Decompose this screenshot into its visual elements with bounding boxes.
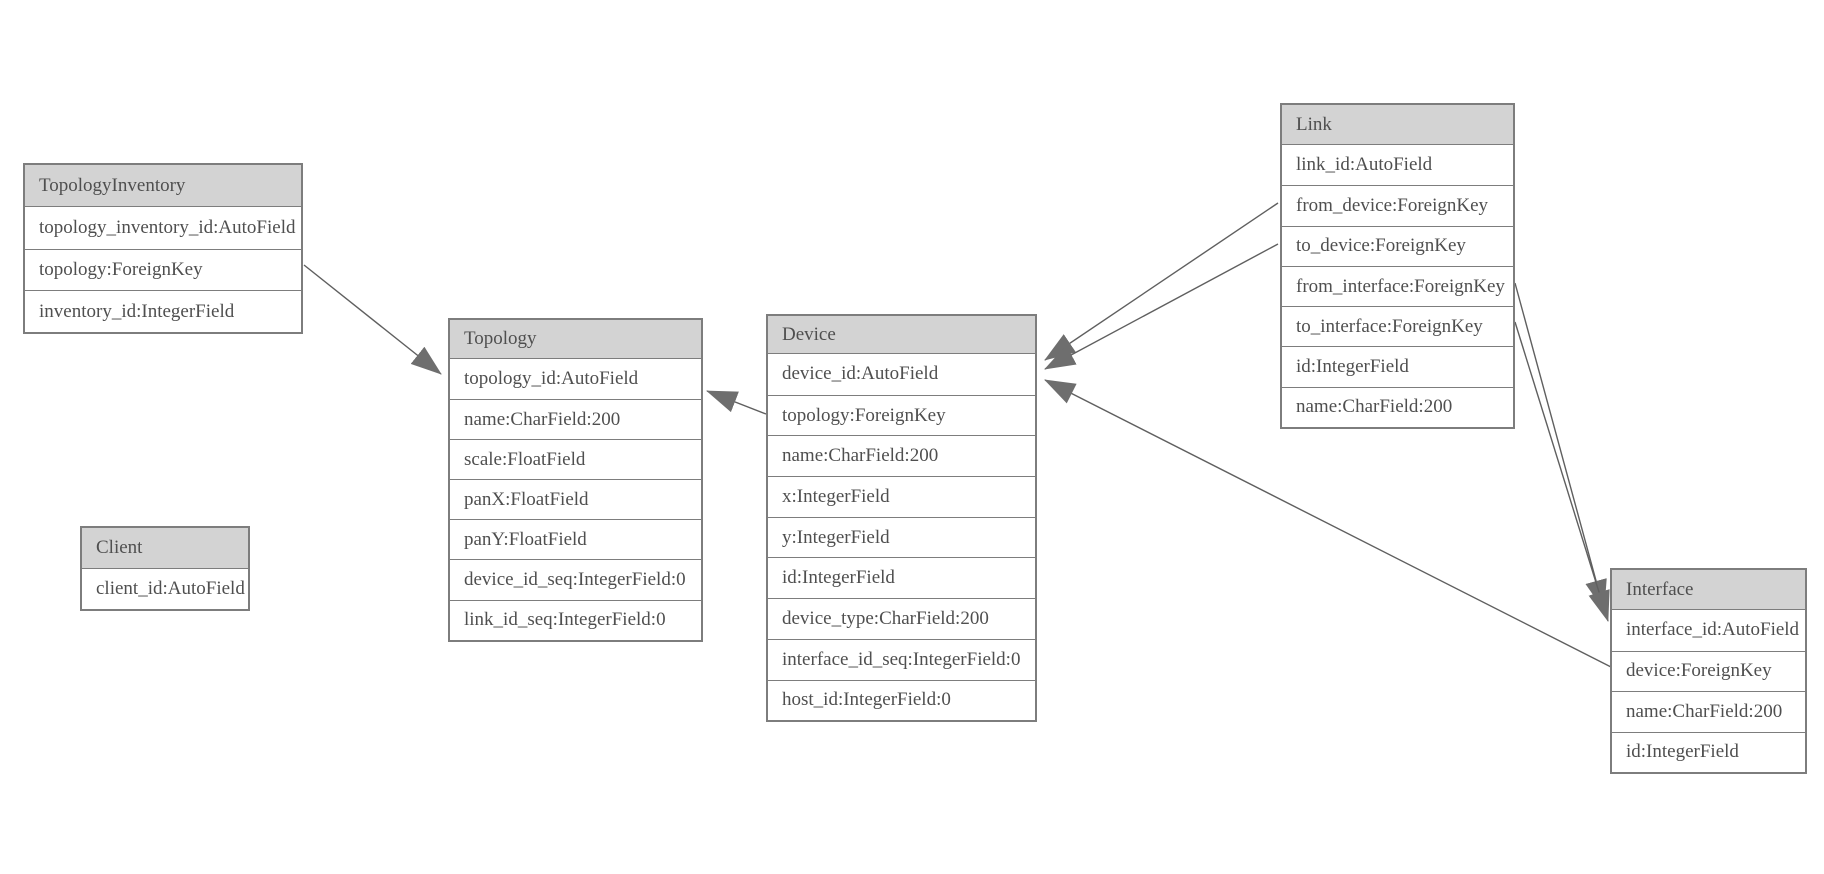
entity-title: Client xyxy=(82,528,248,569)
entity-field-row: device:ForeignKey xyxy=(1612,650,1805,691)
entity-field-row: topology_inventory_id:AutoField xyxy=(25,207,301,249)
entity-title: Link xyxy=(1282,105,1513,145)
entity-field-row: host_id:IntegerField:0 xyxy=(768,679,1035,721)
entity-field-row: topology:ForeignKey xyxy=(25,248,301,291)
relation-edge-link-from_interface-to-interface-interface_id xyxy=(1514,282,1607,611)
entity-field-row: name:CharField:200 xyxy=(1612,691,1805,732)
entity-field-row: interface_id_seq:IntegerField:0 xyxy=(768,638,1035,680)
entity-title: TopologyInventory xyxy=(25,165,301,207)
relation-edge-link-to_interface-to-interface-interface_id xyxy=(1514,321,1610,622)
entity-field-row: panX:FloatField xyxy=(450,479,701,520)
entity-field-row: name:CharField:200 xyxy=(1282,386,1513,428)
entity-field-row: panY:FloatField xyxy=(450,519,701,560)
entity-field-row: inventory_id:IntegerField xyxy=(25,290,301,333)
entity-field-row: from_device:ForeignKey xyxy=(1282,185,1513,226)
entity-title: Interface xyxy=(1612,570,1805,610)
entity-field-row: topology_id:AutoField xyxy=(450,359,701,400)
entity-field-row: client_id:AutoField xyxy=(82,569,248,609)
entity-field-row: link_id_seq:IntegerField:0 xyxy=(450,599,701,640)
entity-field-row: from_interface:ForeignKey xyxy=(1282,265,1513,307)
relation-edge-device-topology-to-topology-topology_id xyxy=(706,390,767,415)
entity-field-row: interface_id:AutoField xyxy=(1612,610,1805,651)
entity-field-row: device_id:AutoField xyxy=(768,354,1035,395)
relation-edge-link-from_device-to-device-device_id xyxy=(1044,202,1279,361)
entity-field-row: link_id:AutoField xyxy=(1282,145,1513,186)
entity-title: Device xyxy=(768,316,1035,354)
entity-field-row: id:IntegerField xyxy=(1612,731,1805,772)
entity-field-row: id:IntegerField xyxy=(768,557,1035,599)
entity-field-row: id:IntegerField xyxy=(1282,346,1513,387)
entity-field-row: scale:FloatField xyxy=(450,439,701,480)
entity-field-row: topology:ForeignKey xyxy=(768,394,1035,436)
entity-field-row: device_type:CharField:200 xyxy=(768,598,1035,639)
entity-field-row: name:CharField:200 xyxy=(768,435,1035,477)
relation-edge-topologyinventory-topology-to-topology-topology_id xyxy=(303,264,442,375)
entity-field-row: y:IntegerField xyxy=(768,516,1035,558)
relation-edge-link-to_device-to-device-device_id xyxy=(1044,243,1279,370)
entity-field-row: name:CharField:200 xyxy=(450,399,701,440)
entity-field-row: to_interface:ForeignKey xyxy=(1282,306,1513,347)
entity-field-row: device_id_seq:IntegerField:0 xyxy=(450,559,701,600)
entity-title: Topology xyxy=(450,320,701,359)
entity-field-row: to_device:ForeignKey xyxy=(1282,225,1513,266)
entity-field-row: x:IntegerField xyxy=(768,476,1035,517)
